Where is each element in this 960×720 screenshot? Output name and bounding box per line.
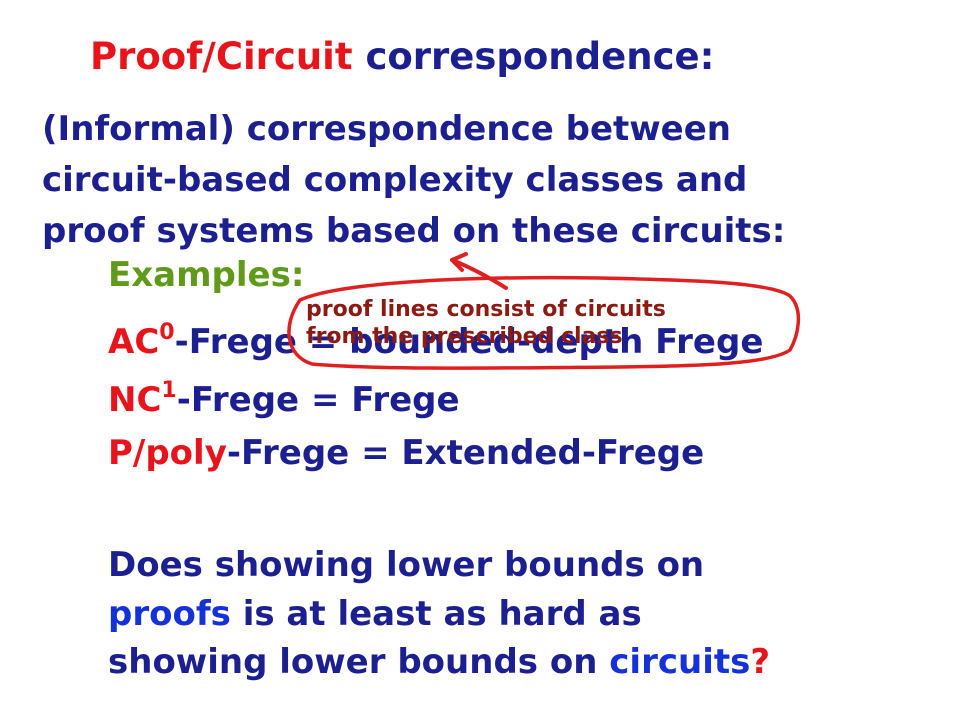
- question-line-1: Does showing lower bounds on: [108, 545, 705, 585]
- example-ppoly-text: -Frege = Extended-Frege: [226, 433, 705, 473]
- example-nc1-class: NC: [108, 380, 162, 420]
- question-proofs: proofs: [108, 594, 231, 634]
- question-circuits: circuits: [609, 642, 751, 682]
- example-ac0-sup: 0: [159, 320, 175, 345]
- intro-line-2: circuit-based complexity classes and: [42, 160, 748, 200]
- title-proof: Proof/: [90, 35, 216, 78]
- examples-heading: Examples:: [108, 255, 305, 295]
- title-correspondence: correspondence:: [352, 35, 715, 78]
- example-nc1-text: -Frege = Frege: [176, 380, 460, 420]
- intro-line-3: proof systems based on these circuits:: [42, 211, 786, 251]
- question-line-2: proofs is at least as hard as: [108, 597, 642, 631]
- intro-line-1: (Informal) correspondence between: [42, 109, 731, 149]
- question-mark: ?: [750, 642, 771, 682]
- annotation-line-1: proof lines consist of circuits: [306, 297, 666, 322]
- annotation-arrow-shaft: [450, 258, 508, 290]
- example-nc1: NC1-Frege = Frege: [108, 378, 460, 420]
- annotation-arrow-head: [450, 252, 468, 272]
- question-line-2-text: is at least as hard as: [230, 594, 642, 634]
- example-ppoly-class: P/poly: [108, 433, 227, 473]
- slide-title: Proof/Circuit correspondence:: [90, 38, 714, 75]
- annotation-line-2: from the prescribed class: [306, 324, 623, 349]
- title-circuit: Circuit: [215, 35, 353, 78]
- example-ac0-class: AC: [108, 322, 160, 362]
- example-nc1-sup: 1: [161, 378, 177, 403]
- annotation-note: proof lines consist of circuits from the…: [306, 296, 776, 350]
- question-line-3-text: showing lower bounds on: [108, 642, 610, 682]
- example-ppoly: P/poly-Frege = Extended-Frege: [108, 436, 704, 470]
- question-line-3: showing lower bounds on circuits?: [108, 645, 770, 679]
